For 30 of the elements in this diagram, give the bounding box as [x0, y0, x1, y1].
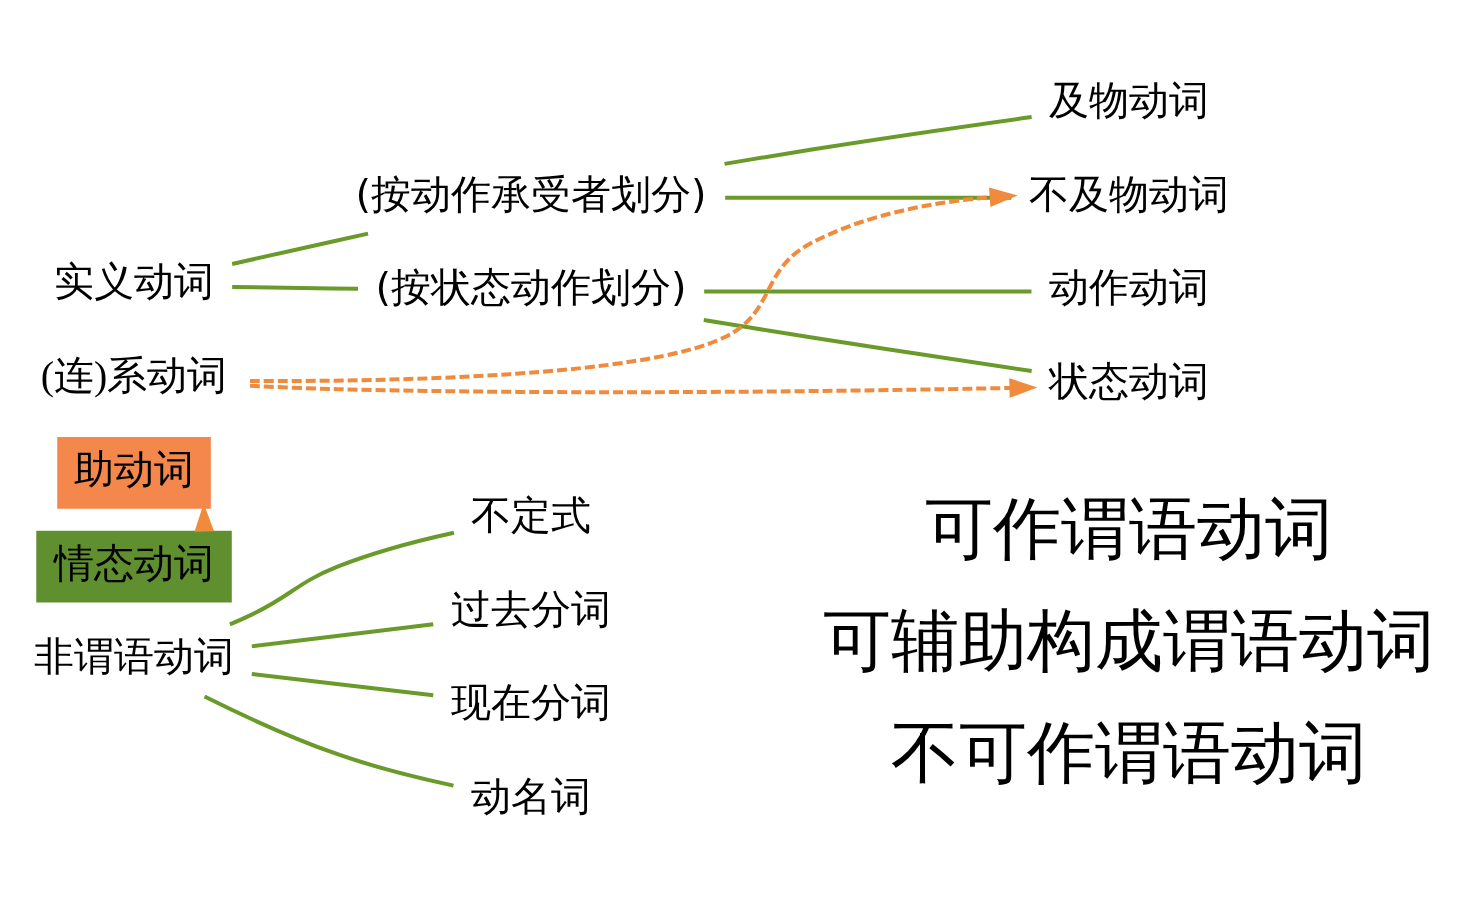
- node-text: (连)系动词: [40, 352, 228, 398]
- connector: [704, 288, 1032, 293]
- node-box: 情态动词: [36, 530, 232, 603]
- node-text: 及物动词: [1049, 76, 1210, 123]
- node-text: 动名词: [471, 772, 592, 819]
- label: 不可作谓语动词: [891, 715, 1368, 791]
- node-box: 助动词: [57, 436, 211, 509]
- node-text: 状态动词: [1049, 357, 1210, 404]
- label: 可辅助构成谓语动词: [823, 603, 1436, 679]
- node-text: (按状态动作划分): [375, 263, 687, 310]
- arrow: [250, 187, 1018, 383]
- connector: [203, 694, 454, 788]
- connector: [724, 114, 1032, 166]
- connector: [725, 195, 1012, 200]
- node-text: 现在分词: [451, 678, 612, 725]
- connector: [229, 530, 455, 626]
- connector: [251, 671, 434, 697]
- node-text: 不定式: [471, 491, 592, 538]
- node-text: 动作动词: [1049, 263, 1210, 310]
- connector: [232, 284, 359, 291]
- label: 可作谓语动词: [925, 491, 1334, 567]
- connector: [251, 621, 434, 648]
- arrow: [249, 377, 1038, 398]
- node-text: 实义动词: [54, 258, 215, 304]
- node-text: 过去分词: [451, 585, 612, 632]
- connector: [703, 317, 1032, 373]
- node-text: 不及物动词: [1029, 170, 1230, 217]
- connector: [231, 231, 369, 266]
- node-text: (按动作承受者划分): [355, 170, 707, 217]
- node-text: 非谓语动词: [34, 633, 235, 679]
